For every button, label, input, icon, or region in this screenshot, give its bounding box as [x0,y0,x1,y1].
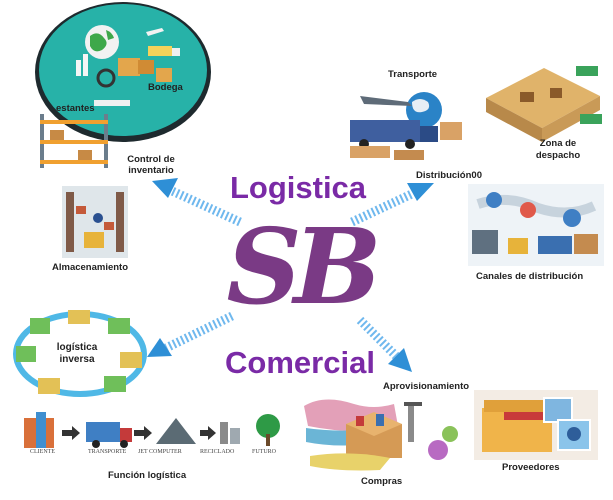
dispatch-zone-illustration [486,66,602,142]
distribution-channels-illustration [468,184,604,266]
label-distribucion: Distribución00 [416,170,482,181]
chain-label-reciclado: RECICLADO [200,449,235,455]
label-funcion-logistica: Función logística [108,470,187,481]
suppliers-illustration [474,390,598,460]
label-transporte: Transporte [388,69,438,80]
comercial-title: Comercial [225,345,375,380]
inventory-illustration [35,2,211,142]
transport-illustration [350,92,462,160]
label-aprovisionamiento: Aprovisionamiento [383,381,470,392]
logistica-title: Logistica [229,170,367,205]
sb-logo: SB [226,205,381,328]
shelving-illustration [40,114,108,168]
reverse-logistics-illustration [13,310,147,397]
arrow-to-logistica-inversa [147,311,234,357]
logistics-chain-labels: CLIENTE TRANSPORTE JET COMPUTER RECICLAD… [16,449,286,459]
arrow-to-distribucion [350,183,434,227]
label-proveedores: Proveedores [502,462,560,473]
label-zona-despacho-line1: Zona de [539,138,577,149]
label-bodega: Bodega [148,82,183,93]
purchasing-illustration [304,399,458,471]
label-zona-despacho-line2: despacho [535,150,581,161]
label-control-inventario-line2: inventario [128,165,174,176]
label-canales-distribucion: Canales de distribución [476,271,584,282]
chain-label-cliente: CLIENTE [30,449,55,455]
logistics-chain-illustration [24,412,280,448]
label-logistica-inversa-line1: logística [56,342,98,353]
arrow-to-control-inventario [152,178,242,227]
label-compras: Compras [361,476,403,487]
arrow-to-aprovisionamiento [356,316,412,372]
chain-label-futuro: FUTURO [252,449,277,455]
label-estantes: estantes [56,103,95,114]
label-almacenamiento: Almacenamiento [52,262,129,273]
label-zona-despacho: Zona de despacho [528,138,588,162]
label-control-inventario: Control de inventario [115,154,187,176]
chain-label-transporte: TRANSPORTE [88,449,127,455]
chain-label-jet-computer: JET COMPUTER [138,449,182,455]
label-logistica-inversa: logística inversa [48,342,106,366]
warehouse-illustration [62,186,128,258]
label-logistica-inversa-line2: inversa [59,354,95,365]
label-control-inventario-line1: Control de [127,154,175,165]
